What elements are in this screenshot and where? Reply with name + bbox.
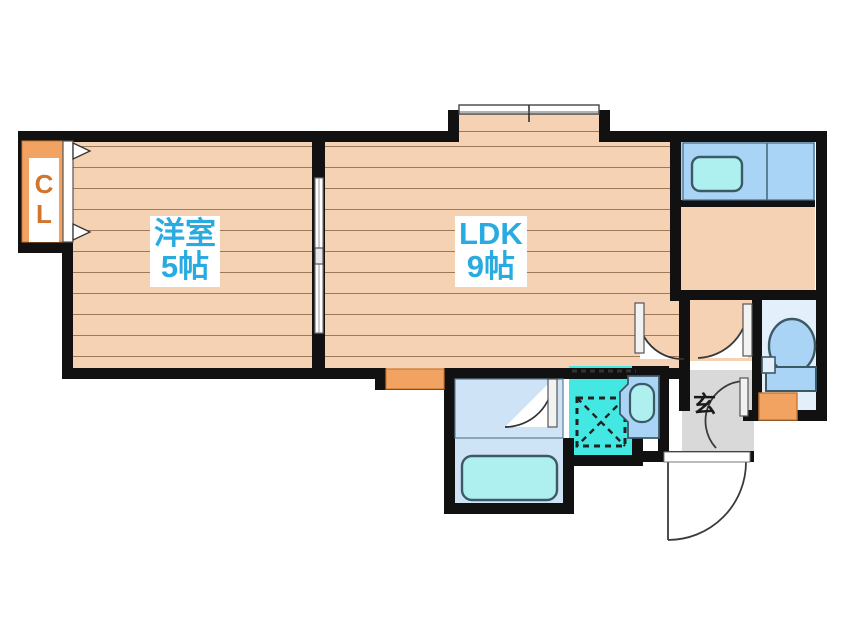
wall-washroom-bottom (563, 455, 643, 466)
washing-machine-pan (575, 396, 627, 448)
kitchen-sink-basin (690, 155, 744, 193)
bay-window-group (458, 104, 600, 122)
wall-kitchen-left (670, 141, 681, 301)
wall-toilet-top (752, 290, 827, 300)
wash-basin-bowl (628, 382, 656, 424)
hall-storage-orange (385, 368, 445, 390)
ldk-name: LDK (459, 216, 523, 251)
toilet-bowl (767, 317, 817, 375)
wall-closet-bottom (18, 242, 73, 253)
bathroom-door-arc-fill (505, 379, 553, 427)
toilet-paper-holder (761, 356, 776, 374)
wall-kitchen-under-sink (681, 200, 815, 207)
storage-group (385, 368, 445, 390)
wall-kitchen-bottom (670, 290, 816, 300)
wall-bay-right (599, 110, 610, 142)
washitsu-name: 洋室 (154, 216, 216, 251)
room-label-ldk: LDK 9帖 (455, 216, 527, 288)
bathroom-group (454, 378, 564, 502)
wall-washroom-right-upper (658, 366, 669, 462)
ldk-size: 9帖 (466, 248, 515, 284)
washing-machine-x2 (576, 397, 626, 447)
room-label-closet: C L (29, 158, 59, 242)
wall-bath-left (444, 368, 455, 514)
wall-step-riser (375, 368, 386, 390)
closet-door-rail (62, 140, 74, 243)
closet-letter-l: L (36, 199, 52, 229)
wall-bottom-main (62, 368, 375, 379)
wall-bath-bottom (444, 503, 574, 514)
entrance-door-arc (667, 461, 747, 541)
sliding-partition-group (314, 177, 324, 334)
doors-group (634, 302, 753, 541)
toilet-group (758, 317, 817, 421)
hall-inner-door-fill (698, 304, 749, 358)
closet-letter-c: C (34, 169, 54, 200)
room-label-washitsu: 洋室 5帖 (150, 216, 220, 288)
bathtub (460, 454, 559, 502)
entrance-door-threshold (663, 451, 751, 463)
wall-left-inner (62, 141, 73, 379)
kitchen-counter-floor (681, 206, 815, 290)
wall-bath-right-lower (563, 438, 574, 514)
wall-right-outer (816, 131, 827, 421)
wall-top-left (18, 131, 459, 142)
kitchen-group (682, 142, 815, 201)
genkan-inner-door-panel (739, 377, 749, 417)
washitsu-size: 5帖 (160, 248, 210, 284)
wall-bay-left (448, 110, 459, 142)
wall-bath-top (444, 368, 669, 379)
shoe-cabinet (758, 392, 798, 421)
room-label-genkan: 玄 (693, 392, 716, 418)
wall-hall-left (679, 299, 690, 411)
ldk-hall-door-panel (634, 302, 645, 354)
wall-top-right (599, 131, 827, 142)
wall-toilet-left (752, 299, 762, 421)
hall-inner-door-panel (742, 303, 753, 357)
bathroom-door-panel (547, 378, 558, 428)
closet-door-marker-bottom (72, 222, 92, 242)
washroom-group (572, 369, 660, 448)
genkan-inner-door-arc (704, 380, 745, 449)
closet-door-marker-top (72, 141, 92, 161)
sliding-partition-handle (314, 247, 324, 265)
